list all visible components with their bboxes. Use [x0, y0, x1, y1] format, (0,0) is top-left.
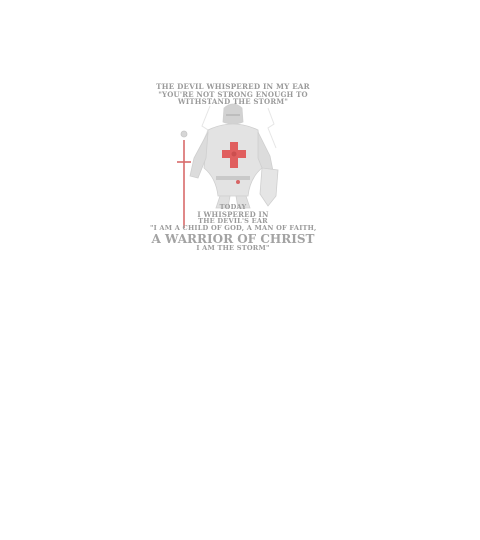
caption-line-7: "I AM A CHILD OF GOD, A MAN OF FAITH, — [150, 224, 317, 232]
caption-line-1: THE DEVIL WHISPERED IN MY EAR — [156, 82, 310, 91]
caption-line-2: "YOU'RE NOT STRONG ENOUGH TO — [158, 90, 308, 99]
caption-line-6: THE DEVIL'S EAR — [198, 217, 268, 225]
crusader-knight-illustration — [177, 103, 279, 228]
sword-icon — [177, 130, 191, 228]
red-cross-emblem — [222, 142, 246, 184]
caption-line-4: TODAY — [219, 203, 247, 211]
headline-warrior-of-christ: A WARRIOR OF CHRIST — [151, 232, 315, 246]
caption-line-5: I WHISPERED IN — [197, 210, 269, 219]
knight-templar-artwork: THE DEVIL WHISPERED IN MY EAR "YOU'RE NO… — [150, 78, 316, 258]
caption-line-9: I AM THE STORM" — [196, 244, 270, 252]
caption-line-3: WITHSTAND THE STORM" — [177, 97, 289, 106]
